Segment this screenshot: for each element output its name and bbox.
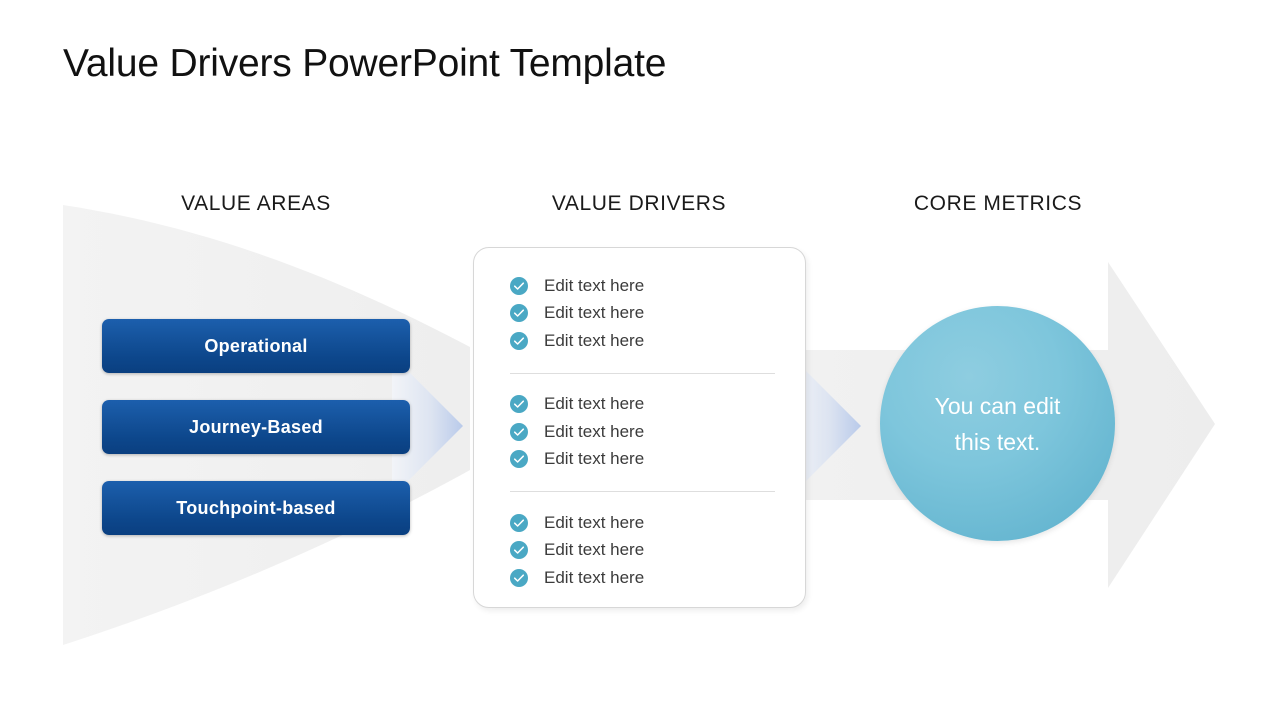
list-item-label: Edit text here: [544, 330, 645, 350]
group-divider: [510, 372, 775, 374]
list-item[interactable]: Edit text here: [510, 391, 775, 419]
core-metric-text-line1: You can edit: [934, 392, 1061, 419]
check-circle-icon: [510, 331, 528, 350]
driver-group-1: Edit text here Edit text here Edit text …: [474, 272, 805, 355]
list-item-label: Edit text here: [544, 567, 645, 587]
list-item[interactable]: Edit text here: [510, 272, 775, 300]
check-circle-icon: [510, 513, 528, 532]
core-metric-text-line2: this text.: [954, 428, 1041, 455]
check-circle-icon: [510, 422, 528, 441]
value-area-button-operational[interactable]: Operational: [102, 319, 410, 373]
list-item-label: Edit text here: [544, 421, 645, 441]
column-heading-core-metrics: CORE METRICS: [913, 192, 1083, 215]
list-item[interactable]: Edit text here: [510, 418, 775, 446]
value-areas-list: Operational Journey-Based Touchpoint-bas…: [102, 319, 410, 535]
driver-group-2: Edit text here Edit text here Edit text …: [474, 391, 805, 474]
group-divider: [510, 491, 775, 492]
value-area-button-journey-based[interactable]: Journey-Based: [102, 400, 410, 454]
list-item[interactable]: Edit text here: [510, 537, 775, 565]
list-item-label: Edit text here: [544, 540, 645, 560]
check-circle-icon: [510, 276, 528, 295]
list-item[interactable]: Edit text here: [510, 300, 775, 328]
value-area-button-touchpoint-based[interactable]: Touchpoint-based: [102, 481, 410, 535]
list-item[interactable]: Edit text here: [510, 327, 775, 355]
list-item-label: Edit text here: [544, 275, 645, 295]
driver-group-3: Edit text here Edit text here Edit text …: [474, 509, 805, 592]
page-title: Value Drivers PowerPoint Template: [63, 42, 667, 85]
list-item-label: Edit text here: [544, 303, 645, 323]
list-item[interactable]: Edit text here: [510, 509, 775, 537]
list-item[interactable]: Edit text here: [510, 446, 775, 474]
column-heading-value-areas: VALUE AREAS: [181, 192, 331, 215]
list-item-label: Edit text here: [544, 394, 645, 414]
list-item-label: Edit text here: [544, 449, 645, 469]
value-drivers-card: Edit text here Edit text here Edit text …: [473, 247, 806, 608]
check-circle-icon: [510, 541, 528, 560]
list-item-label: Edit text here: [544, 512, 645, 532]
list-item[interactable]: Edit text here: [510, 564, 775, 592]
check-circle-icon: [510, 568, 528, 587]
check-circle-icon: [510, 450, 528, 469]
column-heading-value-drivers: VALUE DRIVERS: [551, 192, 727, 215]
core-metric-circle[interactable]: You can edit this text.: [880, 306, 1115, 541]
check-circle-icon: [510, 304, 528, 323]
check-circle-icon: [510, 395, 528, 414]
core-metric-text: You can edit this text.: [935, 388, 1061, 460]
